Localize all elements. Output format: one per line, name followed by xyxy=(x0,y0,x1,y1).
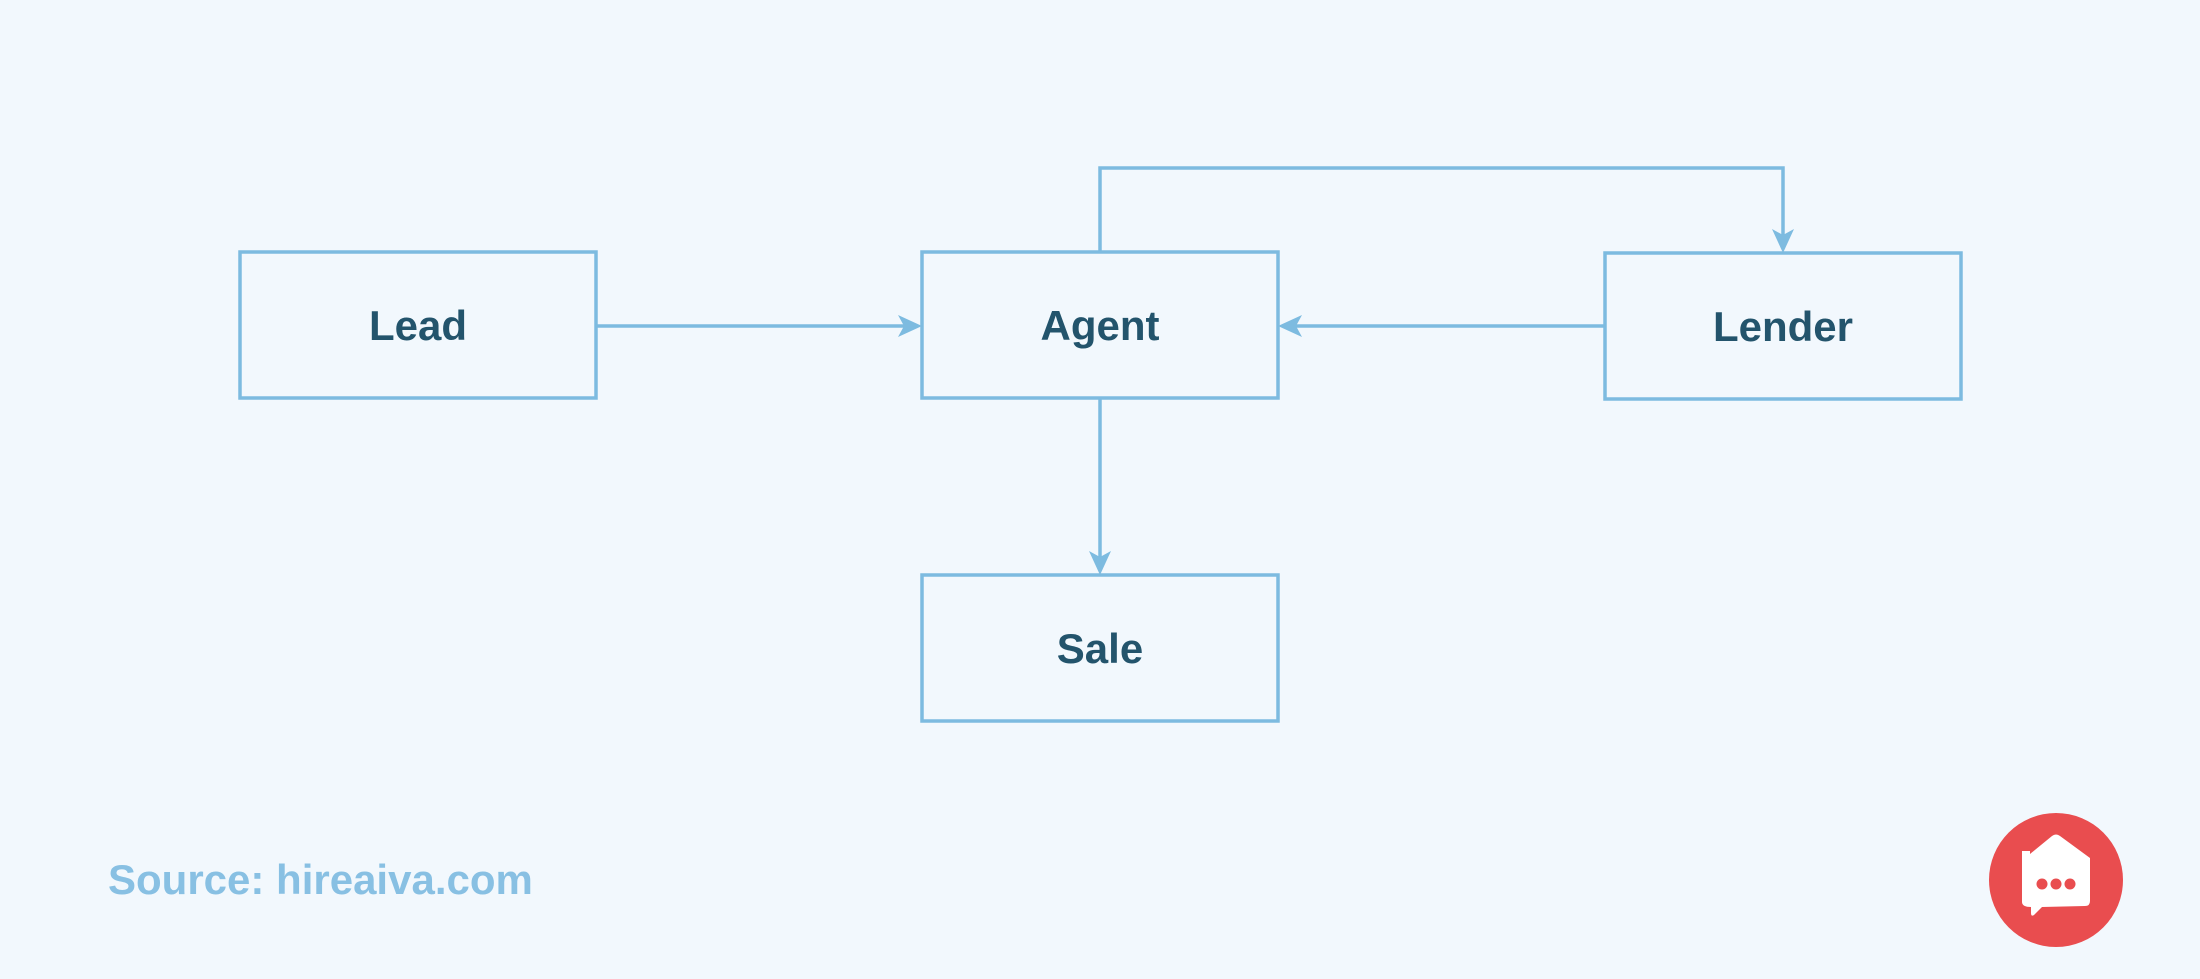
node-agent-box xyxy=(920,250,1280,400)
node-lead: Lead xyxy=(238,250,598,400)
edge-lead-to-agent xyxy=(596,315,922,337)
node-sale: Sale xyxy=(920,573,1280,723)
edge-lender-to-agent xyxy=(1278,315,1605,337)
node-sale-box xyxy=(920,573,1280,723)
node-sale-label: Sale xyxy=(1057,625,1143,672)
node-lead-label: Lead xyxy=(369,302,467,349)
node-agent: Agent xyxy=(920,250,1280,400)
node-lead-box xyxy=(238,250,598,400)
node-agent-label: Agent xyxy=(1041,302,1160,349)
node-lender-box xyxy=(1603,251,1963,401)
node-lender-label: Lender xyxy=(1713,303,1853,350)
source-caption: Source: hireaiva.com xyxy=(108,856,533,903)
edge-agent-to-sale xyxy=(1089,399,1111,575)
edge-agent-to-lender xyxy=(1098,166,1794,253)
edges xyxy=(596,166,1794,575)
logo xyxy=(1989,813,2123,947)
house-chat-icon xyxy=(2022,834,2090,916)
node-lender: Lender xyxy=(1603,251,1963,401)
